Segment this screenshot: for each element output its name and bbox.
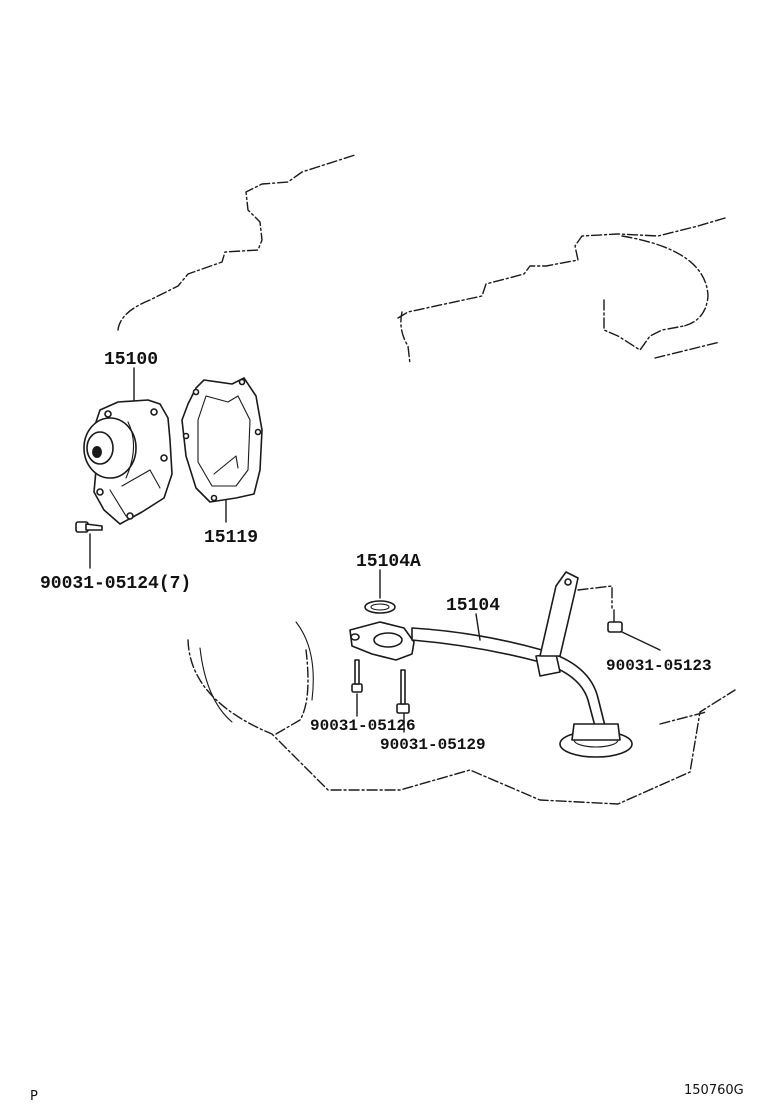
oil-strainer-illustration [349, 571, 633, 758]
strainer-bolt-c-illustration [396, 669, 410, 714]
footer-left-mark: P [30, 1089, 38, 1104]
label-oring: 15104A [356, 552, 421, 572]
water-pump-illustration [83, 399, 173, 525]
label-gasket: 15119 [204, 528, 258, 548]
label-oil-strainer: 15104 [446, 596, 500, 616]
label-water-pump: 15100 [104, 350, 158, 370]
strainer-bolt-a-illustration [607, 609, 623, 633]
label-strainer-bolt-a: 90031-05123 [606, 657, 712, 675]
illustration-id: 150760G [684, 1083, 744, 1098]
strainer-bolt-b-illustration [351, 659, 363, 693]
label-strainer-bolt-c: 90031-05129 [380, 736, 486, 754]
leader-lines [89, 367, 661, 733]
gasket-illustration [181, 377, 263, 503]
label-strainer-bolt-b: 90031-05126 [310, 717, 416, 735]
engine-block-outline [117, 154, 736, 805]
pump-bolt-illustration [75, 521, 103, 533]
label-pump-bolt: 90031-05124(7) [40, 574, 191, 594]
oring-illustration [364, 600, 396, 614]
